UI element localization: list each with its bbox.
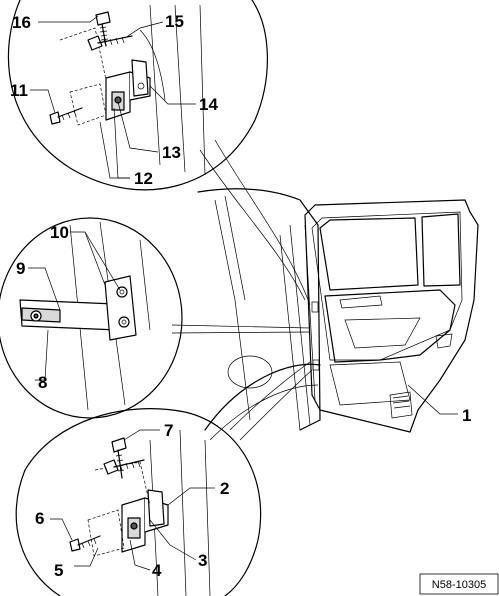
bolt-15 <box>87 35 133 51</box>
reference-label: N58-10305 <box>419 573 499 595</box>
door-check-housing <box>104 275 137 341</box>
vehicle-rear-door-view <box>197 188 479 441</box>
callout-5: 5 <box>54 561 63 580</box>
detail-circle-door-check <box>0 217 311 419</box>
bolt-16 <box>95 11 111 47</box>
callout-13: 13 <box>162 143 181 162</box>
callout-10: 10 <box>50 223 69 242</box>
detail-circle-lower-hinge <box>15 361 313 596</box>
detail-circle-upper-hinge <box>7 0 311 306</box>
door-check-strap <box>19 299 119 331</box>
bolt-6 <box>69 535 101 552</box>
callout-9: 9 <box>16 259 25 278</box>
callout-8: 8 <box>38 373 47 392</box>
bolt-7-lower <box>103 459 145 475</box>
callout-2: 2 <box>220 479 229 498</box>
callout-6: 6 <box>35 509 44 528</box>
leader-1 <box>407 384 458 415</box>
callout-1: 1 <box>462 406 471 425</box>
callout-3: 3 <box>198 551 207 570</box>
upper-hinge-bracket <box>105 59 151 121</box>
lower-hinge-bracket <box>121 489 169 553</box>
callout-15: 15 <box>165 12 184 31</box>
bolt-11 <box>49 107 83 125</box>
callout-16: 16 <box>12 13 31 32</box>
callout-12: 12 <box>134 169 153 188</box>
callout-11: 11 <box>10 81 28 100</box>
callout-4: 4 <box>152 561 162 580</box>
reference-code: N58-10305 <box>432 579 486 591</box>
callout-7: 7 <box>164 421 173 440</box>
callout-14: 14 <box>199 95 218 114</box>
